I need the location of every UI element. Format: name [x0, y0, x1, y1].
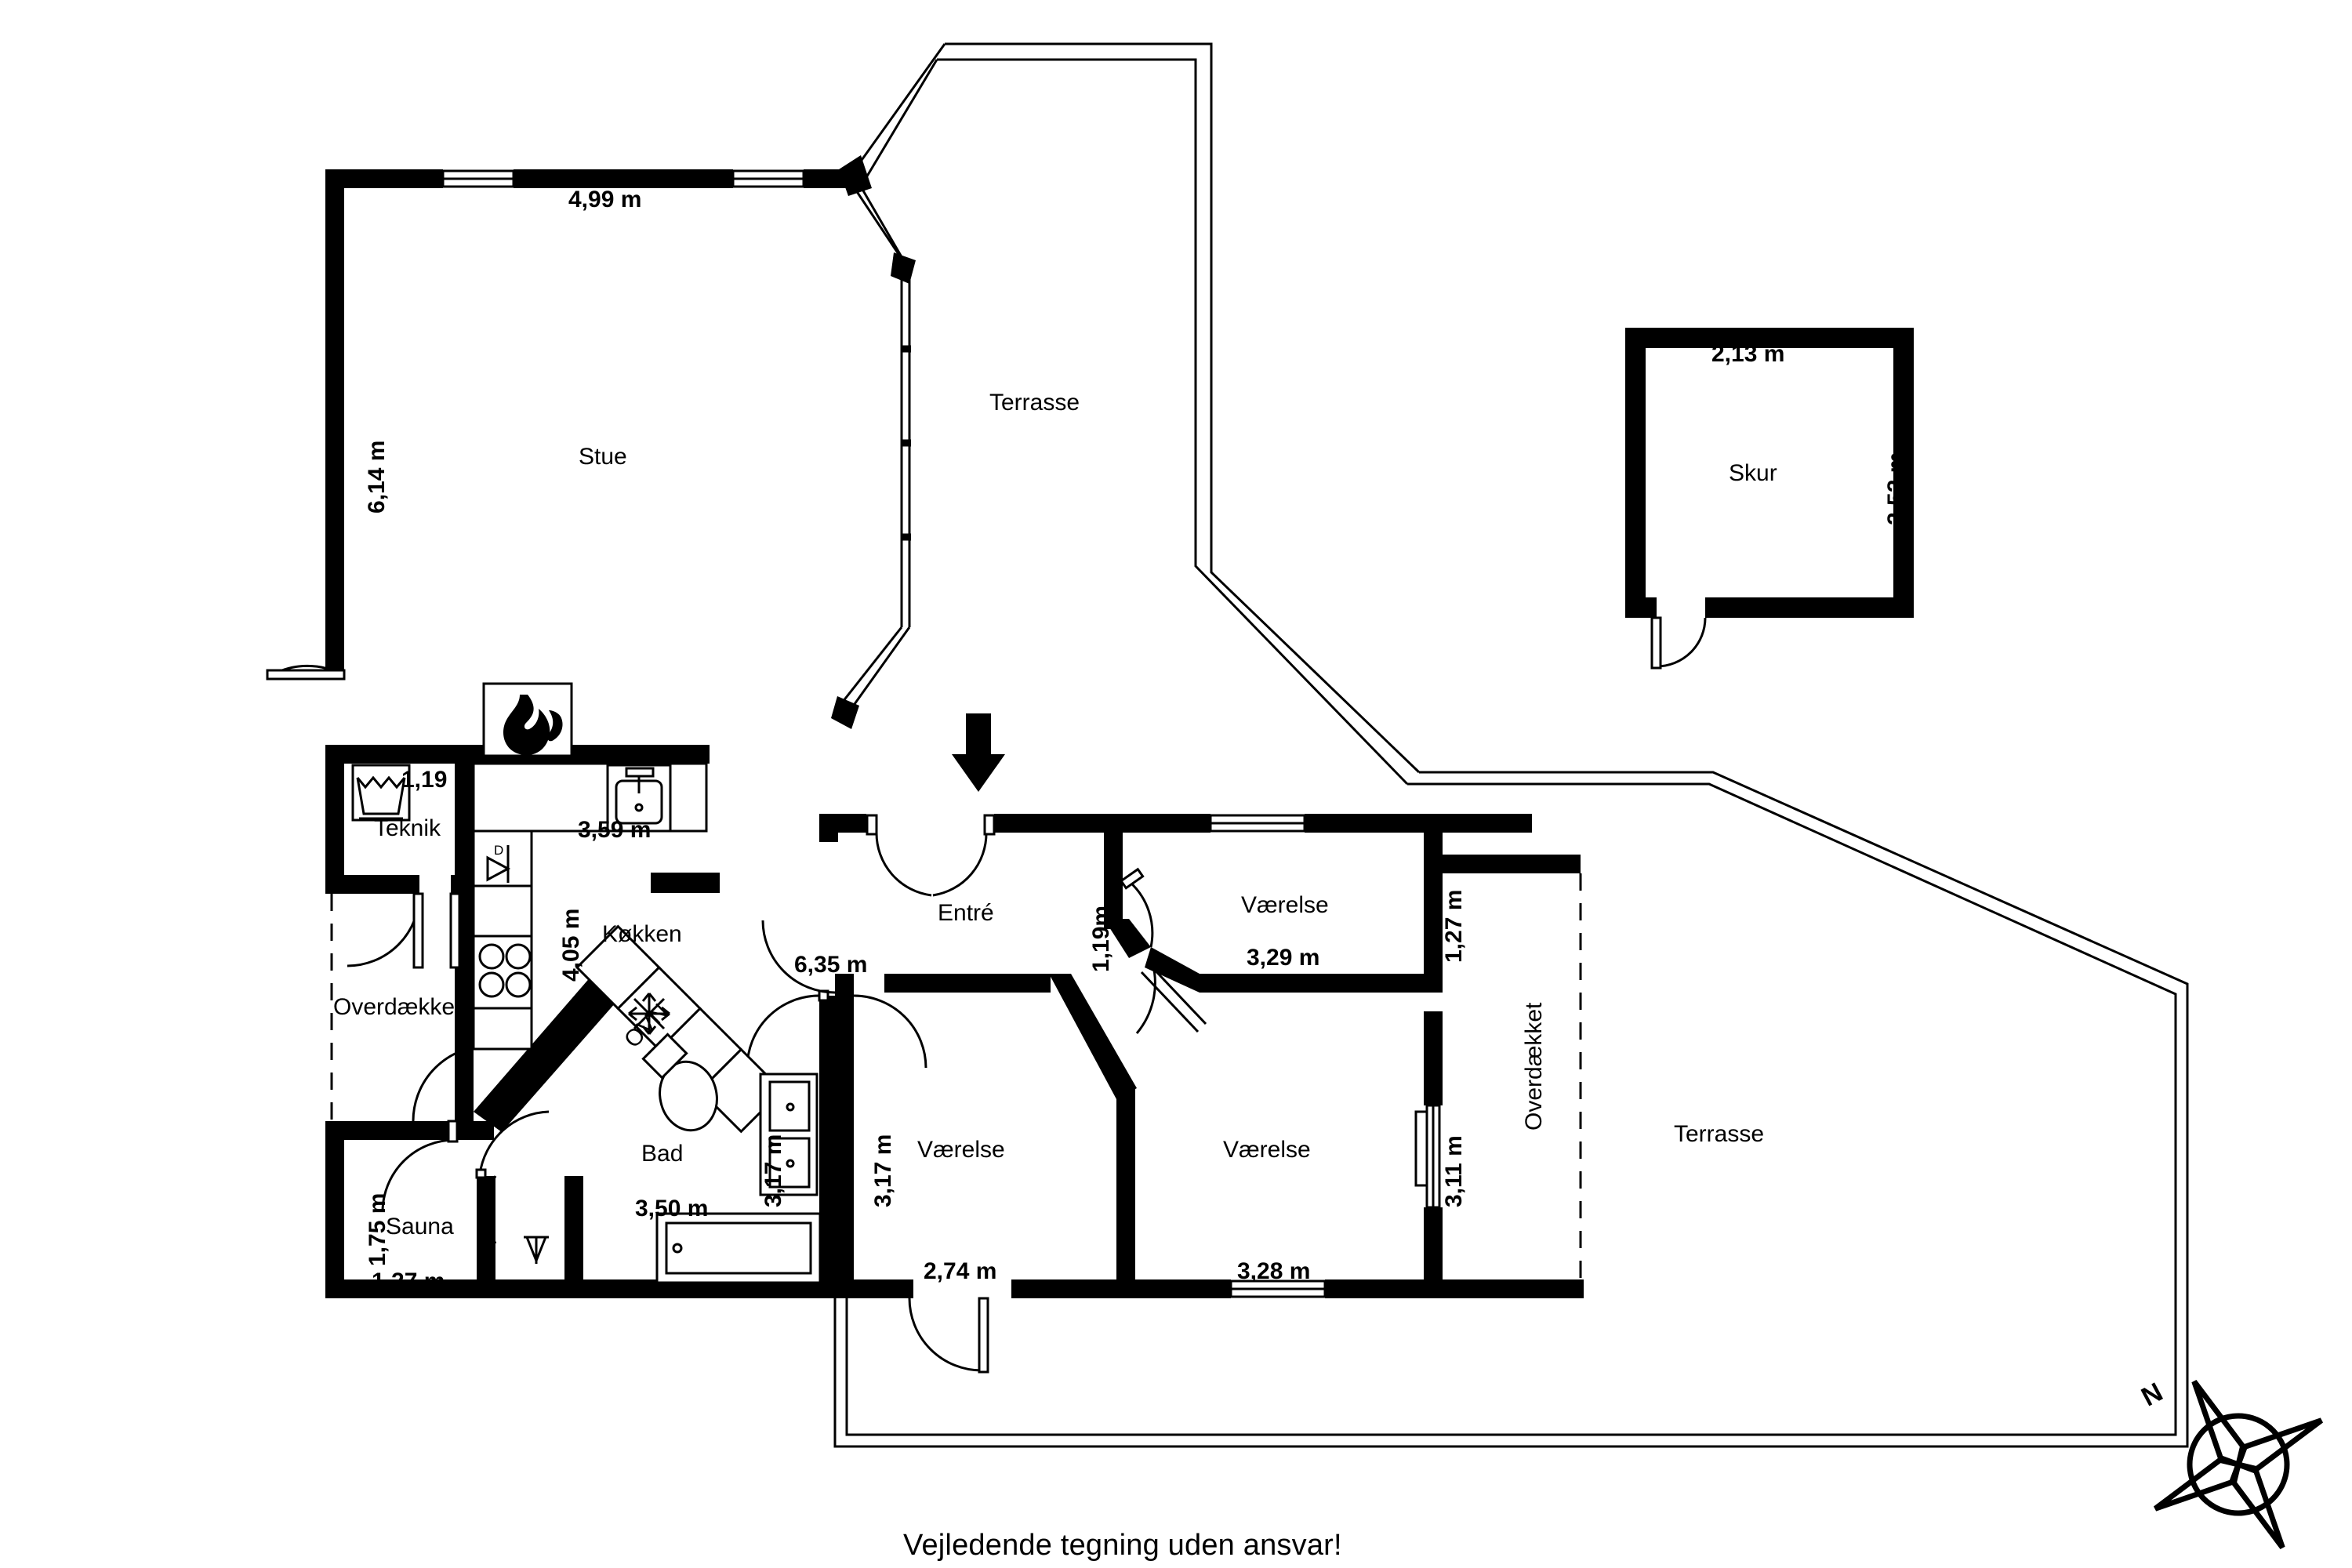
dimension-vaerelse-west-width: 2,74 m — [924, 1258, 997, 1284]
dishwasher-icon: D — [486, 843, 511, 883]
bathtub-icon — [655, 1212, 822, 1284]
washbasin-icon — [759, 1073, 818, 1196]
toilet-icon — [641, 1033, 718, 1132]
dimension-teknik-width: 1,19 m — [401, 767, 475, 793]
room-label-stue: Stue — [579, 444, 627, 470]
compass-rose-icon — [2153, 1379, 2324, 1550]
snowflake-icon — [628, 993, 670, 1035]
room-label-terrasse-east: Terrasse — [1674, 1121, 1765, 1147]
cooktop-icon — [478, 943, 532, 998]
dimension-bad-width: 3,50 m — [635, 1196, 709, 1221]
room-label-sauna: Sauna — [386, 1214, 454, 1240]
kitchen-sink-icon — [606, 764, 672, 833]
terrasse-north-outline — [841, 42, 1421, 786]
room-label-vaerelse-north: Værelse — [1241, 892, 1329, 918]
house-walls — [325, 169, 1584, 1298]
dimension-kokken-height: 4,05 m — [558, 908, 584, 982]
dimension-vaerelse-mid-width: 3,28 m — [1237, 1258, 1311, 1284]
room-label-skur: Skur — [1729, 460, 1777, 486]
entrance-arrow-icon — [952, 713, 1005, 792]
dimension-sauna-height: 1,75 m — [365, 1192, 390, 1266]
terrasse-east-outline — [833, 771, 2189, 1448]
room-label-kokken: Køkken — [602, 921, 682, 947]
wall-node — [831, 696, 859, 729]
dimension-stue-height: 6,14 m — [364, 440, 390, 514]
room-label-vaerelse-mid: Værelse — [1223, 1137, 1311, 1163]
room-label-entre: Entré — [938, 900, 994, 926]
washtub-icon — [351, 764, 411, 822]
room-label-terrasse-north: Terrasse — [989, 390, 1080, 416]
room-label-overdaekket-west: Overdækket — [333, 994, 462, 1020]
door-swings — [266, 664, 1207, 1374]
dimension-stue-width: 4,99 m — [568, 187, 642, 212]
room-label-bad: Bad — [641, 1141, 684, 1167]
dimension-entre-height: 1,19m — [1088, 905, 1114, 972]
dimension-entre-width: 6,35 m — [794, 952, 868, 978]
counter-icon — [651, 873, 720, 893]
flame-icon — [482, 682, 573, 757]
room-label-vaerelse-west: Værelse — [917, 1137, 1005, 1163]
dimension-skur-height: 2,52 m — [1883, 452, 1909, 525]
dimension-kokken-width: 3,59 m — [578, 817, 652, 843]
wall-node — [891, 252, 916, 284]
dimension-sauna-width: 1,27 m — [372, 1269, 445, 1294]
dimension-vaerelse-north-height: 1,27 m — [1441, 889, 1467, 963]
covered-area-boundary — [330, 873, 1582, 1286]
footer-disclaimer: Vejledende tegning uden ansvar! — [903, 1529, 1342, 1562]
oven-icon — [575, 924, 784, 1134]
dimension-vaerelse-north-width: 3,29 m — [1247, 945, 1320, 971]
skur-door — [1650, 616, 1707, 670]
dimension-skur-width: 2,13 m — [1711, 341, 1785, 367]
dimension-vaerelse-west-height: 3,17 m — [870, 1134, 896, 1207]
skur-walls — [1625, 328, 1914, 618]
room-label-teknik: Teknik — [374, 815, 441, 841]
room-label-overdaekket-east: Overdækket — [1521, 1002, 1547, 1131]
svg-text:D: D — [494, 843, 503, 858]
dimension-bad-height: 3,17 m — [760, 1134, 786, 1207]
shower-drain-icon — [524, 1236, 549, 1265]
dimension-vaerelse-mid-height: 3,11 m — [1441, 1135, 1467, 1207]
